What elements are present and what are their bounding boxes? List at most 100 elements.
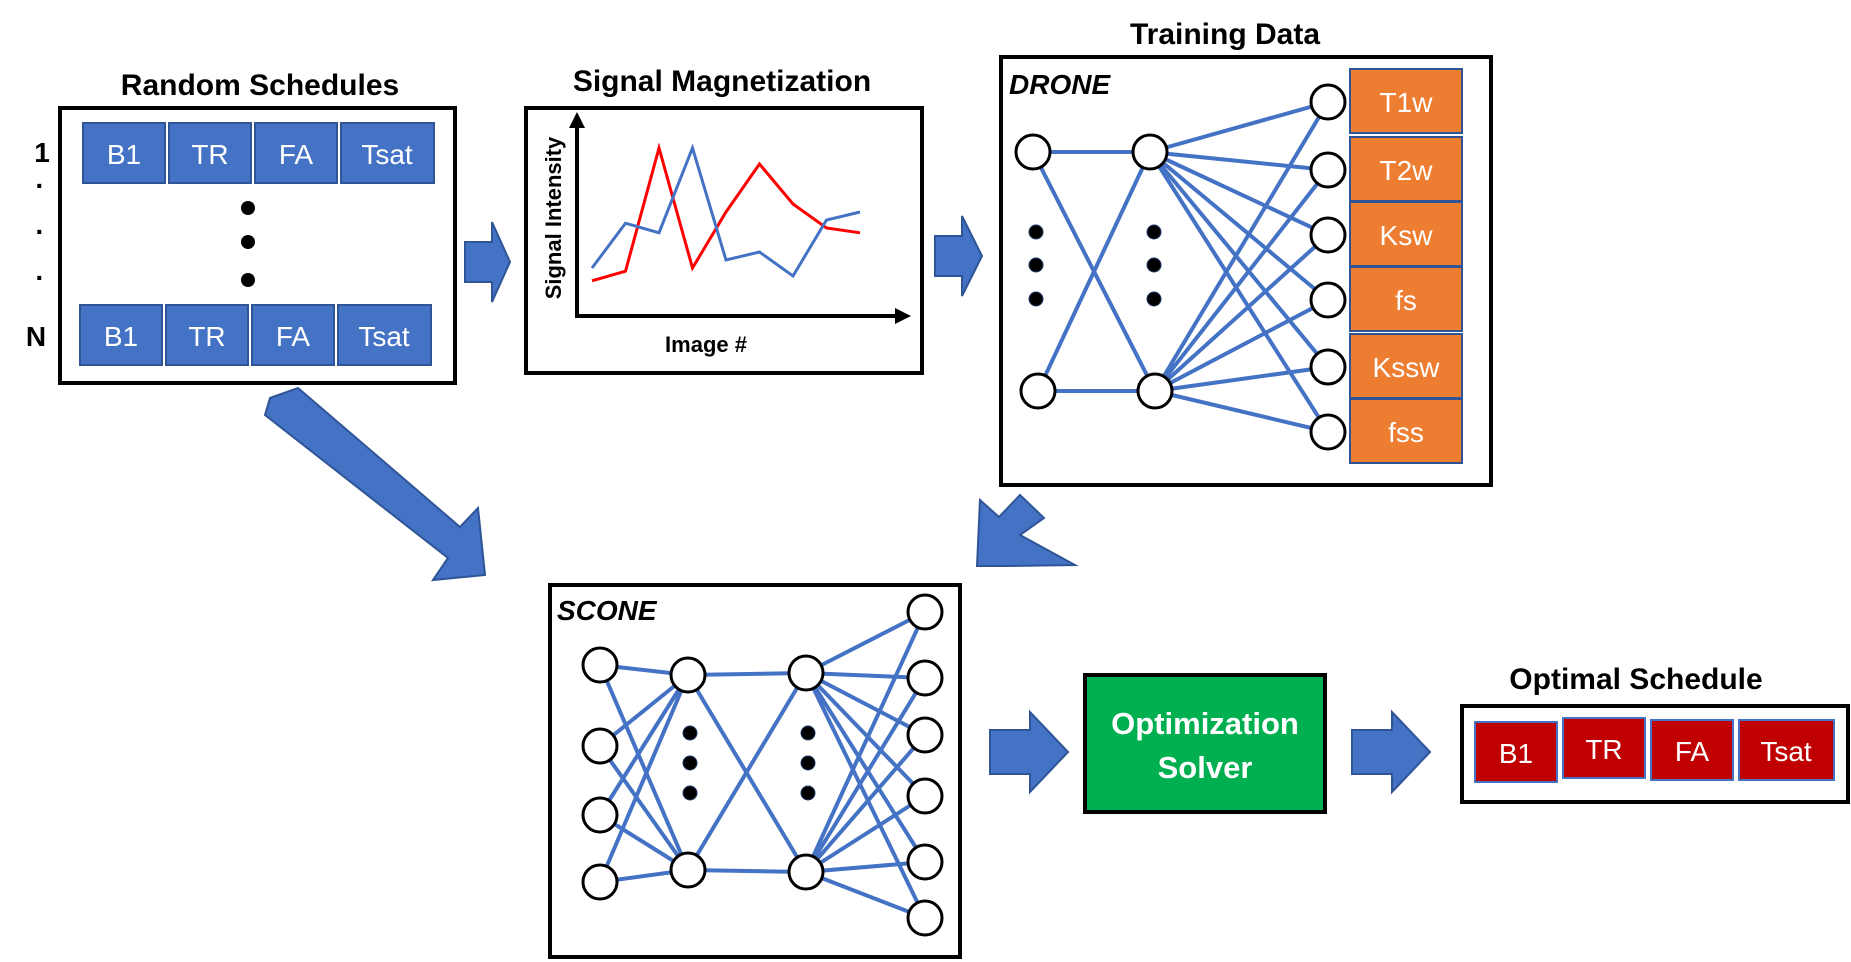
signal-plot-series-group bbox=[590, 142, 861, 283]
scone-edge-2-0-0 bbox=[805, 610, 926, 675]
drone-output-3-box bbox=[1349, 201, 1463, 267]
signal-plot-xlabel: Image # bbox=[665, 332, 747, 357]
scone-ellipsis-dot-2-1 bbox=[800, 755, 816, 771]
scone-edge-0-1-0 bbox=[598, 673, 690, 748]
scone-edge-2-0-3 bbox=[804, 671, 927, 798]
scone-edge-1-1-1 bbox=[687, 868, 807, 874]
drone-label: DRONE bbox=[1009, 69, 1111, 100]
optimal-param-4 bbox=[1738, 719, 1835, 781]
drone-node-2-1 bbox=[1309, 151, 1347, 189]
drone-output-4-label: fs bbox=[1395, 285, 1417, 316]
scone-node-0-1 bbox=[581, 727, 619, 765]
optimal-param-1-text: B1 bbox=[1499, 738, 1533, 769]
schedule-rowN-param-1 bbox=[79, 304, 163, 366]
signal-series-2-line bbox=[590, 143, 861, 279]
scone-node-3-5 bbox=[906, 899, 944, 937]
scone-node-0-0 bbox=[581, 646, 619, 684]
signal-plot-x-arrowhead bbox=[895, 308, 911, 324]
schedule-row1-param-4 bbox=[340, 122, 435, 184]
signal-series-1-line bbox=[591, 142, 861, 283]
scone-node-1-1 bbox=[669, 851, 707, 889]
drone-output-6-label: fss bbox=[1388, 417, 1424, 448]
optimal-param-3 bbox=[1650, 719, 1734, 781]
signal-plot-title: Signal Magnetization bbox=[573, 65, 871, 98]
scone-edge-2-0-5 bbox=[804, 672, 927, 919]
scone-label: SCONE bbox=[557, 595, 658, 626]
drone-output-4-box bbox=[1349, 266, 1463, 332]
drone-node-2-3 bbox=[1309, 281, 1347, 319]
scone-node-0-2 bbox=[581, 796, 619, 834]
schedule-row1-param-2-text: TR bbox=[191, 139, 228, 170]
scone-edge-0-2-0 bbox=[598, 673, 690, 817]
arrow-scone-to-solver bbox=[989, 709, 1070, 795]
drone-output-6-box bbox=[1349, 398, 1463, 464]
drone-ellipsis-dot-0-0 bbox=[1028, 224, 1044, 240]
row-dot-1: · bbox=[35, 170, 44, 201]
scone-network bbox=[581, 593, 944, 937]
drone-ellipsis-dot-1-0 bbox=[1146, 224, 1162, 240]
optimal-schedule-title: Optimal Schedule bbox=[1509, 663, 1762, 696]
schedule-rowN-param-4-text: Tsat bbox=[358, 321, 410, 352]
scone-edge-2-1-5 bbox=[805, 870, 926, 920]
scone-ellipsis-dot-1-0 bbox=[682, 725, 698, 741]
optimal-param-3-text: FA bbox=[1675, 736, 1710, 767]
scone-node-2-1 bbox=[787, 853, 825, 891]
drone-output-2-label: T2w bbox=[1380, 155, 1434, 186]
schedule-rowN-param-4 bbox=[337, 304, 432, 366]
drone-ellipsis-dot-0-2 bbox=[1028, 291, 1044, 307]
drone-node-1-1 bbox=[1136, 372, 1174, 410]
scone-edge-2-0-2 bbox=[805, 671, 926, 737]
scone-edge-2-1-1 bbox=[804, 676, 927, 874]
drone-edge-1-0-3 bbox=[1148, 150, 1330, 302]
drone-edge-1-0-2 bbox=[1149, 150, 1329, 237]
row-label-first: 1 bbox=[34, 137, 50, 168]
scone-edge-2-1-3 bbox=[804, 794, 927, 874]
drone-edge-1-1-4 bbox=[1154, 365, 1329, 393]
scone-edge-2-1-0 bbox=[804, 611, 927, 873]
optimal-param-4-text: Tsat bbox=[1760, 736, 1812, 767]
scone-ellipsis-dot-2-0 bbox=[800, 725, 816, 741]
drone-output-1-label: T1w bbox=[1380, 87, 1434, 118]
arrow-schedules-to-scone bbox=[263, 386, 487, 582]
drone-edge-1-1-2 bbox=[1153, 233, 1330, 393]
drone-edge-1-1-3 bbox=[1154, 298, 1329, 393]
scone-node-2-0 bbox=[787, 654, 825, 692]
scone-edge-0-0-1 bbox=[598, 664, 690, 871]
optimization-solver-line2: Solver bbox=[1158, 750, 1253, 785]
schedule-ellipsis-dot-2 bbox=[241, 235, 255, 249]
drone-ellipsis-dot-1-2 bbox=[1146, 291, 1162, 307]
scone-node-1-0 bbox=[669, 656, 707, 694]
drone-edge-1-0-4 bbox=[1148, 150, 1330, 369]
signal-plot-ylabel: Signal Intensity bbox=[541, 136, 566, 299]
schedule-rowN-param-2 bbox=[165, 304, 249, 366]
drone-output-1-box bbox=[1349, 68, 1463, 134]
row-label-last: N bbox=[26, 321, 46, 352]
drone-node-2-4 bbox=[1309, 348, 1347, 386]
scone-node-3-3 bbox=[906, 777, 944, 815]
drone-node-0-0 bbox=[1014, 133, 1052, 171]
schedule-rowN-param-2-text: TR bbox=[188, 321, 225, 352]
drone-edge-1-1-0 bbox=[1153, 100, 1330, 393]
optimal-param-2 bbox=[1562, 717, 1646, 779]
drone-edge-1-0-1 bbox=[1149, 150, 1329, 172]
arrow-drone-to-scone bbox=[975, 493, 1079, 567]
schedule-row1-param-4-text: Tsat bbox=[361, 139, 413, 170]
row-dot-2: · bbox=[35, 216, 44, 247]
drone-ellipsis-dot-1-1 bbox=[1146, 257, 1162, 273]
schedule-rowN-param-3-text: FA bbox=[276, 321, 311, 352]
scone-ellipsis-dot-1-2 bbox=[682, 785, 698, 801]
drone-node-1-0 bbox=[1131, 133, 1169, 171]
drone-ellipsis-dot-0-1 bbox=[1028, 257, 1044, 273]
schedule-row1-param-3 bbox=[254, 122, 338, 184]
schedule-ellipsis-dot-1 bbox=[241, 201, 255, 215]
scone-node-3-1 bbox=[906, 659, 944, 697]
optimal-param-1 bbox=[1474, 721, 1558, 783]
arrow-signal-to-drone bbox=[934, 215, 984, 297]
signal-plot-y-arrowhead bbox=[569, 112, 585, 128]
schedule-row1-param-1 bbox=[82, 122, 166, 184]
scone-node-3-4 bbox=[906, 843, 944, 881]
scone-edge-1-0-0 bbox=[687, 671, 807, 677]
drone-node-2-0 bbox=[1309, 83, 1347, 121]
drone-edge-1-1-1 bbox=[1153, 168, 1330, 393]
